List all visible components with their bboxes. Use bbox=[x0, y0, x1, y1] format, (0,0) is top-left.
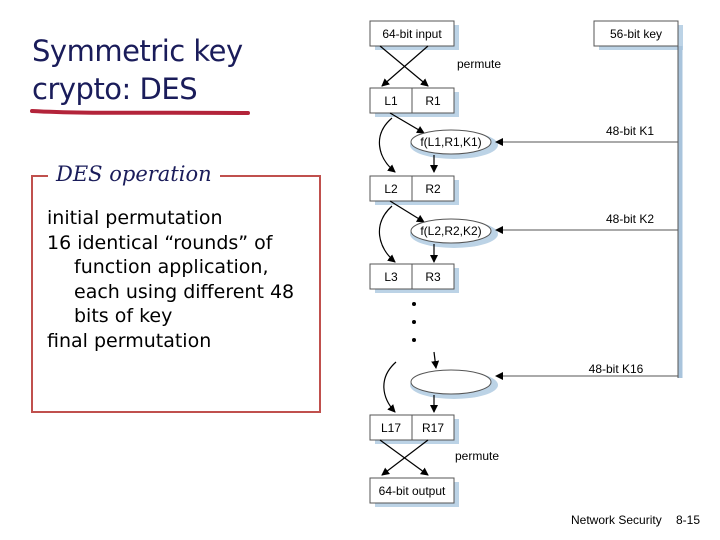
title-line-1: Symmetric key bbox=[32, 34, 243, 68]
f2-ellipse bbox=[410, 218, 492, 244]
title-underline-swoosh bbox=[30, 109, 250, 115]
f16-ellipse bbox=[410, 369, 492, 395]
r2-label: R2 bbox=[425, 182, 441, 196]
l2-label: L2 bbox=[384, 182, 398, 196]
permute-arrow-right bbox=[379, 45, 429, 87]
slide-title: Symmetric key crypto: DES bbox=[32, 32, 272, 108]
k2-label: 48-bit K2 bbox=[606, 212, 654, 226]
list-item: final permutation bbox=[47, 329, 322, 354]
des-operation-list: initial permutation 16 identical “rounds… bbox=[47, 206, 322, 353]
output-label: 64-bit output bbox=[379, 484, 446, 498]
list-item-text: initial permutation bbox=[47, 207, 223, 229]
l17-label: L17 bbox=[381, 421, 401, 435]
r2-to-f-arrow bbox=[389, 200, 425, 223]
l3-label: L3 bbox=[384, 270, 398, 284]
des-operation-heading: DES operation bbox=[48, 160, 220, 188]
list-item-text: 16 identical “rounds” of bbox=[47, 231, 273, 254]
list-item: 16 identical “rounds” of function applic… bbox=[47, 231, 322, 329]
key-label: 56-bit key bbox=[610, 27, 662, 41]
footer-label: Network Security bbox=[571, 513, 662, 527]
output-box bbox=[369, 477, 455, 504]
permute-top-label: permute bbox=[457, 57, 501, 71]
list-item-continuation: each using different 48 bbox=[74, 280, 295, 303]
to-f16-arrow bbox=[431, 351, 440, 369]
key-box bbox=[593, 20, 679, 47]
f1-label: f(L1,R1,K1) bbox=[420, 135, 481, 149]
k16-label: 48-bit K16 bbox=[589, 362, 644, 376]
ellipsis-dot bbox=[412, 302, 416, 306]
r1-label: R1 bbox=[425, 94, 441, 108]
list-item: initial permutation bbox=[47, 206, 322, 231]
page-number: 8-15 bbox=[676, 513, 701, 527]
list-item-continuation: function application, bbox=[74, 256, 269, 278]
title-line-2: crypto: DES bbox=[32, 72, 198, 106]
to-l17-arrow bbox=[383, 361, 397, 413]
f1-ellipse bbox=[410, 129, 492, 155]
k1-label: 48-bit K1 bbox=[606, 124, 654, 138]
r1-to-f-arrow bbox=[389, 112, 425, 134]
final-permute-arrow-left bbox=[381, 439, 429, 476]
ellipsis-dot bbox=[412, 338, 416, 342]
l2-to-l3-arrow bbox=[378, 205, 396, 263]
des-diagram: 56-bit key 64-bit input permute L1 R1 f(… bbox=[369, 20, 683, 507]
r17-label: R17 bbox=[422, 421, 444, 435]
l1-to-l2-arrow bbox=[378, 117, 396, 173]
r3-label: R3 bbox=[425, 270, 441, 284]
f2-label: f(L2,R2,K2) bbox=[420, 224, 481, 238]
permute-arrow-left bbox=[381, 45, 429, 87]
list-item-continuation: bits of key bbox=[74, 305, 173, 327]
list-item-text: final permutation bbox=[47, 329, 212, 352]
ellipsis-dot bbox=[412, 320, 416, 324]
input-box bbox=[369, 20, 455, 47]
l1-label: L1 bbox=[384, 94, 398, 108]
final-permute-arrow-right bbox=[379, 439, 429, 476]
permute-bottom-label: permute bbox=[455, 449, 499, 463]
input-label: 64-bit input bbox=[382, 27, 442, 41]
